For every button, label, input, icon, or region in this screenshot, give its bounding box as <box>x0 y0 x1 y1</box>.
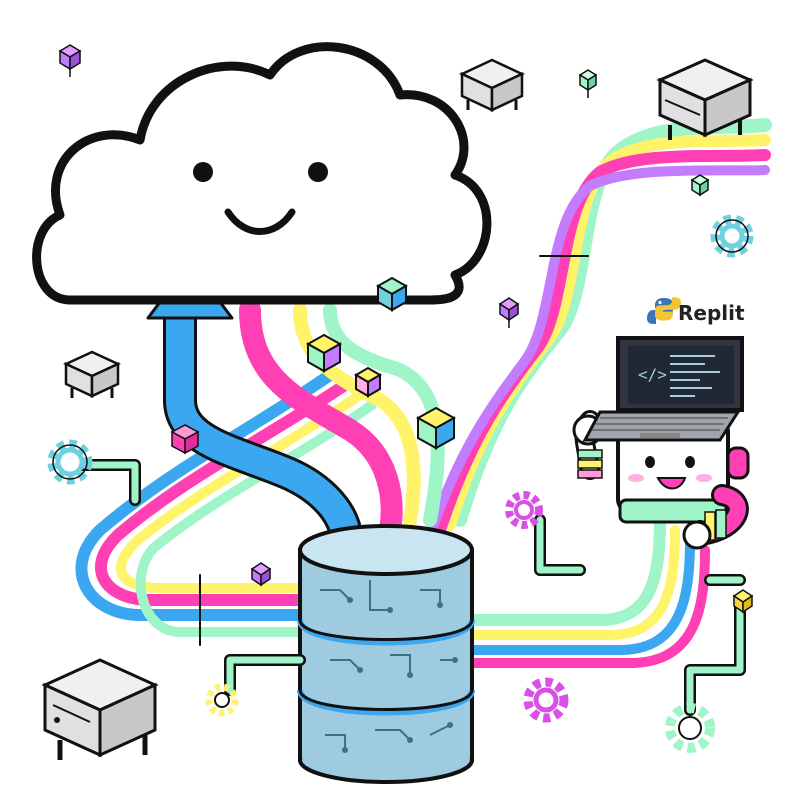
server-icon <box>63 350 121 398</box>
cloud-smile <box>224 208 296 235</box>
cube-icon <box>732 589 754 614</box>
gear-icon <box>523 677 569 723</box>
rainbow-stream-left <box>75 369 377 646</box>
cube-icon <box>375 276 409 312</box>
server-icon <box>41 658 159 760</box>
pipe-icon <box>74 459 746 716</box>
cloud-eye-right <box>308 162 328 182</box>
cube-icon <box>250 562 272 587</box>
cloud-eye-left <box>193 162 213 182</box>
database-icon <box>297 524 475 784</box>
cube-icon <box>305 333 343 373</box>
rainbow-stream-bottom-right <box>464 514 710 668</box>
gear-icon <box>205 683 239 717</box>
cube-icon <box>170 424 200 455</box>
circuit-traces <box>320 580 455 750</box>
cube-icon <box>498 297 520 328</box>
rainbow-stream-right <box>425 118 772 540</box>
cube-icon <box>578 69 598 98</box>
gear-icon <box>710 214 754 258</box>
python-logo-icon <box>647 297 681 324</box>
gear-icon <box>665 703 715 753</box>
cube-icon <box>690 174 710 197</box>
cube-icon <box>58 44 82 77</box>
server-icon <box>656 58 754 140</box>
cloud-icon <box>32 42 492 305</box>
gear-icon <box>505 491 543 529</box>
cube-icon <box>354 366 382 398</box>
server-icon <box>459 58 525 112</box>
gear-icon <box>47 439 93 485</box>
screen-code-glyph: </> <box>638 365 667 384</box>
cube-icon <box>415 406 457 450</box>
brand-label: Replit <box>678 301 745 325</box>
robot-icon <box>572 410 750 550</box>
laptop-icon: </> <box>582 336 744 442</box>
brand-logo: Replit <box>647 297 745 325</box>
